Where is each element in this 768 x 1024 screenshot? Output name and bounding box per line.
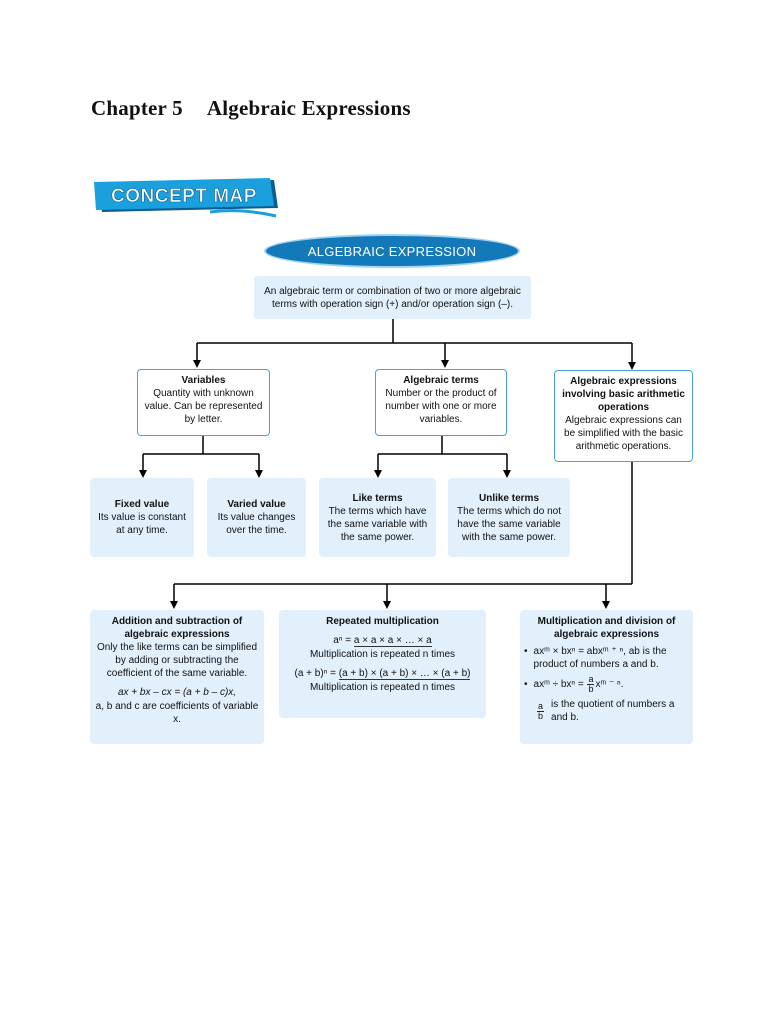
binomial-note: Multiplication is repeated n times [309, 682, 456, 693]
like-terms-node: Like terms The terms which have the same… [319, 478, 436, 557]
power-formula: aⁿ = a × a × a × … × a [333, 635, 432, 647]
like-terms-title: Like terms [352, 493, 403, 504]
like-terms-text: The terms which have the same variable w… [327, 506, 428, 543]
algebraic-terms-title: Algebraic terms [403, 375, 479, 386]
concept-map-text: CONCEPT MAP [111, 186, 257, 207]
fixed-value-text: Its value is constant at any time. [98, 512, 186, 536]
addsub-text: Only the like terms can be simplified by… [96, 642, 258, 679]
chapter-heading: Chapter 5 Algebraic Expressions [91, 96, 411, 121]
operations-node: Algebraic expressions involving basic ar… [554, 370, 693, 462]
fixed-value-node: Fixed value Its value is constant at any… [90, 478, 194, 557]
varied-value-text: Its value changes over the time. [217, 512, 296, 536]
varied-value-title: Varied value [227, 499, 286, 510]
algebraic-terms-text: Number or the product of number with one… [385, 388, 497, 425]
unlike-terms-node: Unlike terms The terms which do not have… [448, 478, 570, 557]
repeated-title: Repeated multiplication [326, 616, 439, 627]
quotient-fraction: a b [537, 700, 545, 721]
power-note: Multiplication is repeated n times [309, 649, 456, 660]
muldiv-title: Multiplication and division of algebraic… [537, 616, 676, 640]
variables-text: Quantity with unknown value. Can be repr… [144, 388, 263, 425]
binomial-formula: (a + b)ⁿ = (a + b) × (a + b) × … × (a + … [294, 668, 471, 680]
unlike-terms-text: The terms which do not have the same var… [457, 506, 561, 543]
addition-subtraction-node: Addition and subtraction of algebraic ex… [90, 610, 264, 744]
chapter-number: Chapter 5 [91, 96, 183, 120]
multiplication-division-node: Multiplication and division of algebraic… [520, 610, 693, 744]
varied-value-node: Varied value Its value changes over the … [207, 478, 306, 557]
operations-title: Algebraic expressions involving basic ar… [562, 376, 685, 413]
division-fraction: a b [587, 674, 595, 694]
concept-map-banner: CONCEPT MAP [90, 178, 280, 218]
variables-node: Variables Quantity with unknown value. C… [137, 369, 270, 436]
root-definition: An algebraic term or combination of two … [254, 276, 531, 319]
unlike-terms-title: Unlike terms [478, 493, 540, 504]
addsub-title: Addition and subtraction of algebraic ex… [111, 616, 243, 640]
variables-title: Variables [181, 375, 226, 386]
algebraic-terms-node: Algebraic terms Number or the product of… [375, 369, 507, 436]
quotient-note: a b is the quotient of numbers a and b. [537, 699, 675, 723]
addsub-formula: ax + bx – cx = (a + b – c)x, [117, 687, 237, 698]
repeated-multiplication-node: Repeated multiplication aⁿ = a × a × a ×… [279, 610, 486, 718]
fixed-value-title: Fixed value [114, 499, 170, 510]
operations-text: Algebraic expressions can be simplified … [564, 415, 683, 452]
addsub-note: a, b and c are coefficients of variable … [95, 701, 259, 725]
root-node: ALGEBRAIC EXPRESSION [264, 234, 520, 268]
root-title: ALGEBRAIC EXPRESSION [307, 243, 477, 259]
multiplication-rule: • axᵐ × bxⁿ = abxᵐ ⁺ ⁿ, ab is the produc… [524, 646, 667, 670]
division-rule: • axᵐ ÷ bxⁿ = a b xᵐ ⁻ ⁿ. [524, 674, 624, 694]
chapter-title: Algebraic Expressions [206, 96, 411, 120]
